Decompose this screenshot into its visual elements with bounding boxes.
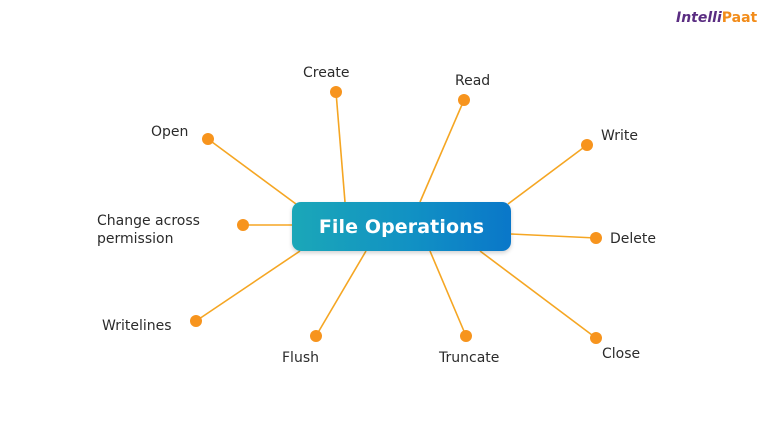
connector-read [419, 99, 465, 203]
connector-writelines [195, 250, 301, 322]
connector-close [479, 250, 597, 339]
node-label-close: Close [602, 346, 641, 362]
node-label-line: Change across [97, 213, 200, 229]
node-label-read: Read [455, 73, 491, 89]
node-dot-open [202, 133, 214, 145]
logo-prefix: I [676, 10, 682, 26]
node-dot-close [590, 332, 602, 344]
node-dot-delete [590, 232, 602, 244]
node-label-flush: Flush [282, 350, 319, 366]
central-node-label: File Operations [318, 215, 485, 238]
connector-open [207, 138, 297, 205]
node-label-truncate: Truncate [439, 350, 500, 366]
node-label-write: Write [601, 128, 638, 144]
node-dot-flush [310, 330, 322, 342]
node-dot-write [581, 139, 593, 151]
central-node-file-operations: File Operations [292, 202, 511, 251]
node-label-create: Create [303, 65, 350, 81]
logo-part1: ntelli [681, 10, 722, 26]
node-dot-read [458, 94, 470, 106]
node-dot-create [330, 86, 342, 98]
node-label-line: permission [97, 231, 174, 247]
connector-delete [510, 233, 597, 239]
node-label-change-across-permission: Change across permission [97, 212, 200, 248]
node-label-writelines: Writelines [102, 318, 172, 334]
connector-write [507, 144, 588, 205]
connector-truncate [429, 250, 467, 337]
node-dot-change-across-permission [237, 219, 249, 231]
node-label-open: Open [151, 124, 189, 140]
connector-create [335, 91, 346, 203]
node-label-delete: Delete [610, 231, 656, 247]
node-dot-truncate [460, 330, 472, 342]
logo-part2: Paat [721, 10, 758, 26]
connector-flush [315, 250, 367, 337]
node-dot-writelines [190, 315, 202, 327]
